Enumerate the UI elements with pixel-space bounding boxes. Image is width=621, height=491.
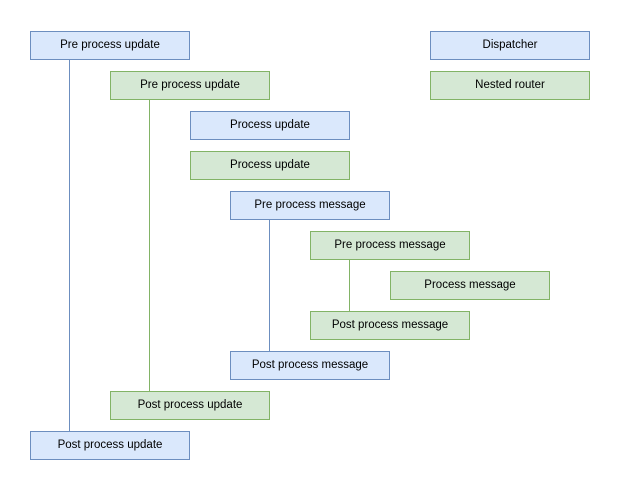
connector-conn-pre-update-router-to-post-update-router [149, 100, 150, 391]
node-process-update-router[interactable]: Process update [190, 151, 350, 180]
node-label: Pre process message [254, 198, 366, 211]
node-post-process-update-router[interactable]: Post process update [110, 391, 270, 420]
node-label: Post process message [331, 318, 449, 331]
node-pre-process-message-dispatcher[interactable]: Pre process message [230, 191, 390, 220]
node-label: Process message [424, 278, 516, 291]
node-process-message-router[interactable]: Process message [390, 271, 550, 300]
node-label: Process update [230, 158, 310, 171]
legend-item-legend-dispatcher[interactable]: Dispatcher [430, 31, 590, 60]
node-label: Dispatcher [482, 38, 538, 51]
connector-conn-pre-message-dispatcher-to-post-message-dispatcher [269, 220, 270, 351]
node-label: Post process update [137, 398, 243, 411]
node-label: Pre process update [140, 78, 240, 91]
node-pre-process-message-router[interactable]: Pre process message [310, 231, 470, 260]
node-label: Post process update [57, 438, 163, 451]
node-process-update-dispatcher[interactable]: Process update [190, 111, 350, 140]
connector-conn-pre-update-dispatcher-to-post-update-dispatcher [69, 60, 70, 431]
node-pre-process-update-dispatcher[interactable]: Pre process update [30, 31, 190, 60]
node-post-process-message-dispatcher[interactable]: Post process message [230, 351, 390, 380]
legend-item-legend-nested-router[interactable]: Nested router [430, 71, 590, 100]
connector-conn-pre-message-router-to-post-message-router [349, 260, 350, 311]
node-post-process-update-dispatcher[interactable]: Post process update [30, 431, 190, 460]
node-label: Pre process message [334, 238, 446, 251]
node-pre-process-update-router[interactable]: Pre process update [110, 71, 270, 100]
node-label: Pre process update [60, 38, 160, 51]
node-label: Post process message [251, 358, 369, 371]
node-post-process-message-router[interactable]: Post process message [310, 311, 470, 340]
node-label: Process update [230, 118, 310, 131]
node-label: Nested router [475, 78, 545, 91]
